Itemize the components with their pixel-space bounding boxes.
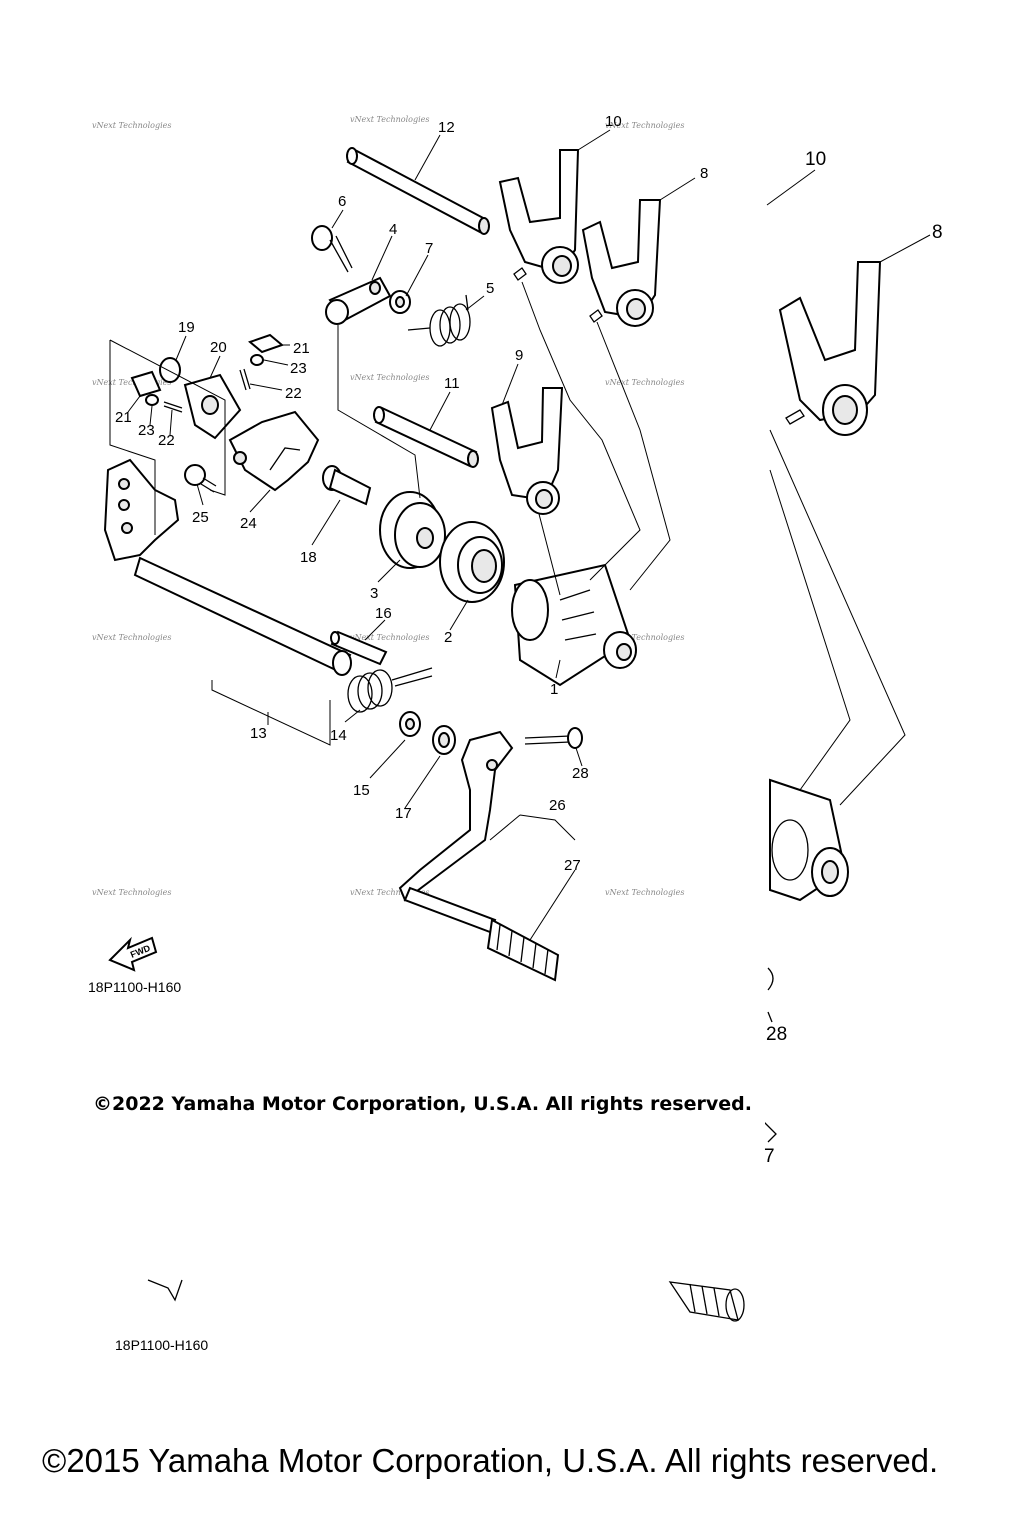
label-27: 27 xyxy=(564,857,581,874)
label-23b: 23 xyxy=(138,422,155,439)
watermark: vNext Technologies xyxy=(605,888,684,897)
label-19: 19 xyxy=(178,319,195,336)
watermark: vNext Technologies xyxy=(92,121,171,130)
label-1: 1 xyxy=(550,681,558,698)
back-shift-fork-8 xyxy=(778,261,882,436)
back-label-10: 10 xyxy=(805,149,826,170)
label-21a: 21 xyxy=(293,340,310,357)
label-7: 7 xyxy=(425,240,433,257)
label-2: 2 xyxy=(444,629,452,646)
label-24: 24 xyxy=(240,515,257,532)
back-label-28: 28 xyxy=(766,1024,787,1045)
background-diagram: 10 8 28 7 18P1100-H160 xyxy=(115,149,943,1353)
watermark: vNext Technologies xyxy=(92,378,171,387)
back-label-8: 8 xyxy=(932,222,943,243)
part-6-bolt xyxy=(311,225,353,273)
part-10-shift-fork xyxy=(498,149,580,284)
watermark: vNext Technologies xyxy=(605,633,684,642)
watermark: vNext Technologies xyxy=(350,633,429,642)
part-22-spring-b xyxy=(163,401,183,413)
part-4-stopper-lever xyxy=(325,276,392,325)
part-23-pin xyxy=(250,354,264,366)
watermark: vNext Technologies xyxy=(350,888,429,897)
label-12: 12 xyxy=(438,119,455,136)
label-21b: 21 xyxy=(115,409,132,426)
part-24-segment-plate xyxy=(228,410,320,492)
label-8: 8 xyxy=(700,165,708,182)
fwd-arrow-icon: FWD xyxy=(108,936,158,972)
part-12-guide-bar xyxy=(346,147,490,235)
label-4: 4 xyxy=(389,221,397,238)
watermark: vNext Technologies xyxy=(605,121,684,130)
label-22b: 22 xyxy=(158,432,175,449)
label-20: 20 xyxy=(210,339,227,356)
part-5-torsion-spring xyxy=(407,294,471,347)
watermark: vNext Technologies xyxy=(92,633,171,642)
back-label-7: 7 xyxy=(764,1146,775,1167)
part-15-washer-hole xyxy=(405,718,415,730)
label-17: 17 xyxy=(395,805,412,822)
part-27-pedal-rubber xyxy=(486,918,560,982)
part-13-shift-shaft xyxy=(103,458,352,676)
watermark: vNext Technologies xyxy=(605,378,684,387)
label-23a: 23 xyxy=(290,360,307,377)
back-pedal-rubber xyxy=(668,1281,745,1322)
label-5: 5 xyxy=(486,280,494,297)
part-18-bolt xyxy=(322,465,372,506)
part-labels: 12 10 8 6 4 7 5 19 20 21 23 22 9 11 21 2… xyxy=(115,113,708,874)
part-17-oil-seal-hole xyxy=(438,732,450,748)
leader-lines xyxy=(109,129,696,941)
part-3-drum-segment xyxy=(379,491,446,569)
part-19-washer xyxy=(159,357,181,383)
label-10: 10 xyxy=(605,113,622,130)
part-22-spring xyxy=(239,368,251,391)
label-22a: 22 xyxy=(285,385,302,402)
label-9: 9 xyxy=(515,347,523,364)
label-15: 15 xyxy=(353,782,370,799)
part-2-bearing xyxy=(439,521,505,603)
back-shift-drum xyxy=(769,778,849,902)
label-26: 26 xyxy=(549,797,566,814)
part-28-bolt xyxy=(524,727,583,749)
part-23-pin-b xyxy=(145,394,159,406)
watermark: vNext Technologies xyxy=(92,888,171,897)
watermarks: vNext Technologies vNext Technologies vN… xyxy=(92,115,684,897)
label-13: 13 xyxy=(250,725,267,742)
label-18: 18 xyxy=(300,549,317,566)
label-25: 25 xyxy=(192,509,209,526)
label-6: 6 xyxy=(338,193,346,210)
diagram-code: 18P1100-H160 xyxy=(88,979,181,995)
label-11: 11 xyxy=(444,375,460,392)
label-28: 28 xyxy=(572,765,589,782)
back-fwd-arrow-fragment xyxy=(147,1279,183,1302)
part-9-shift-fork xyxy=(490,387,564,515)
front-panel xyxy=(60,85,765,1135)
watermark: vNext Technologies xyxy=(350,373,429,382)
part-1-shift-drum xyxy=(511,563,637,687)
label-16: 16 xyxy=(375,605,392,622)
part-20-segment xyxy=(183,373,242,440)
part-14-return-spring xyxy=(347,667,433,713)
label-14: 14 xyxy=(330,727,347,744)
label-3: 3 xyxy=(370,585,378,602)
part-16-pin xyxy=(330,630,388,666)
back-diagram-code: 18P1100-H160 xyxy=(115,1337,208,1353)
copyright-2015: ©2015 Yamaha Motor Corporation, U.S.A. A… xyxy=(42,1442,938,1479)
watermark: vNext Technologies xyxy=(350,115,429,124)
part-11-guide-bar xyxy=(373,406,479,468)
copyright-2022: ©2022 Yamaha Motor Corporation, U.S.A. A… xyxy=(93,1093,752,1115)
part-21-pawl-b xyxy=(130,370,162,398)
part-7-washer-hole xyxy=(395,296,405,308)
